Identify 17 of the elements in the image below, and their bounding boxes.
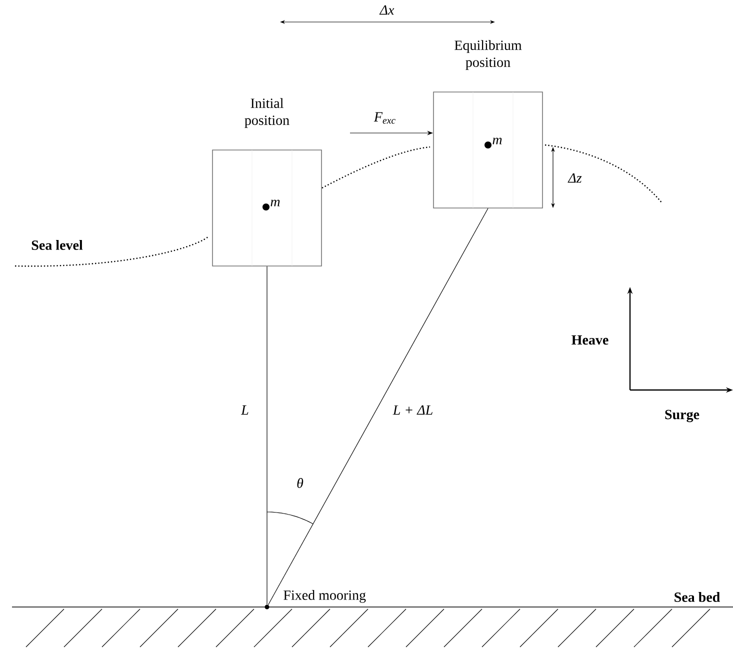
mass-label: m (270, 200, 280, 206)
connector (266, 266, 268, 605)
edge-label: F$_{exc}$ (372, 111, 398, 125)
position-label: Initial position (244, 98, 290, 128)
direction-label: Surge (665, 410, 700, 422)
mooring-label: Fixed mooring (284, 590, 366, 603)
direction-label: Heave (572, 335, 608, 345)
edge-label: L (240, 404, 250, 416)
sea-level-label: Sea level (32, 240, 83, 250)
connector (268, 208, 488, 606)
angle-label: θ (297, 478, 304, 488)
dimension-label: Δz (568, 173, 582, 183)
mass-label: m (492, 138, 502, 144)
position-label: Equilibrium position (454, 40, 522, 70)
dimension-label: Δx (379, 5, 394, 15)
edge-label: L + ΔL (392, 404, 434, 416)
sea-bed-label: Sea bed (674, 592, 720, 602)
